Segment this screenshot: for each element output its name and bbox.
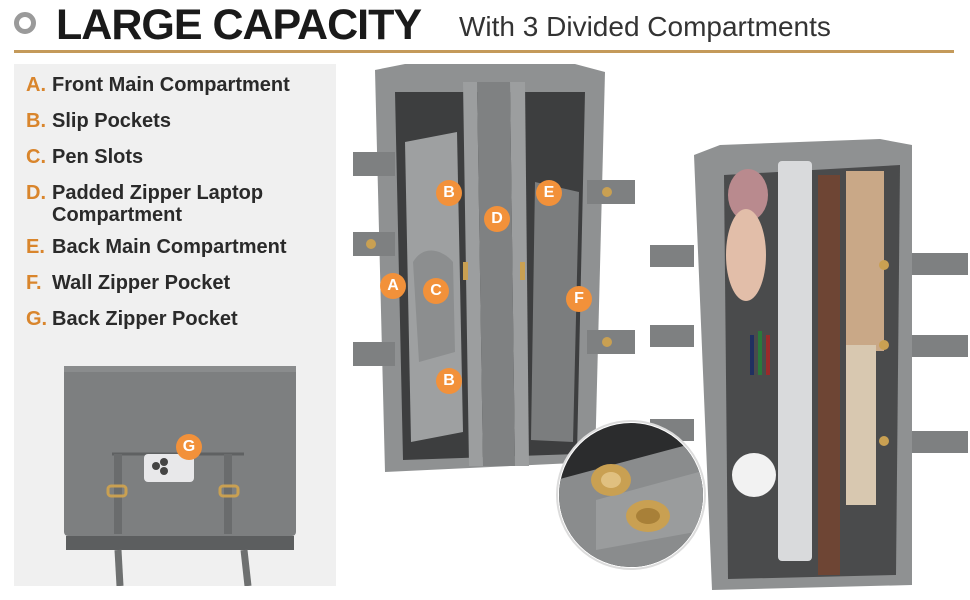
feature-label: Slip Pockets (52, 110, 171, 132)
feature-letter: A. (26, 74, 46, 96)
marker-e: E (536, 180, 562, 206)
feature-panel: A. Front Main Compartment B. Slip Pocket… (14, 64, 336, 586)
header: LARGE CAPACITY With 3 Divided Compartmen… (0, 0, 970, 60)
feature-label: Padded Zipper Laptop Compartment (52, 182, 264, 226)
feature-label: Back Main Compartment (52, 236, 287, 258)
feature-item: D. Padded Zipper Laptop Compartment (26, 182, 336, 236)
marker-a: A (380, 273, 406, 299)
circle-bullet-icon (14, 12, 36, 34)
feature-item: G. Back Zipper Pocket (26, 308, 336, 344)
feature-item: B. Slip Pockets (26, 110, 336, 146)
marker-b-bottom: B (436, 368, 462, 394)
bag-packed-photo (650, 139, 968, 590)
marker-c: C (423, 278, 449, 304)
page-title: LARGE CAPACITY (56, 1, 422, 49)
bag-open-photo (353, 64, 635, 472)
page-subtitle: With 3 Divided Compartments (459, 11, 831, 42)
feature-letter: B. (26, 110, 46, 132)
magnet-closure-photo (556, 420, 706, 570)
feature-label: Pen Slots (52, 146, 144, 168)
feature-letter: D. (26, 182, 46, 204)
marker-g: G (176, 434, 202, 460)
feature-letter: C. (26, 146, 46, 168)
feature-letter: F. (26, 272, 42, 294)
feature-label: Back Zipper Pocket (52, 308, 238, 330)
marker-f: F (566, 286, 592, 312)
feature-item: F. Wall Zipper Pocket (26, 272, 336, 308)
feature-item: A. Front Main Compartment (26, 74, 336, 110)
feature-item: E. Back Main Compartment (26, 236, 336, 272)
divider (14, 50, 954, 53)
feature-list: A. Front Main Compartment B. Slip Pocket… (26, 74, 336, 344)
feature-letter: G. (26, 308, 48, 330)
feature-letter: E. (26, 236, 45, 258)
feature-item: C. Pen Slots (26, 146, 336, 182)
bag-front-photo (64, 366, 296, 586)
marker-d: D (484, 206, 510, 232)
marker-b-top: B (436, 180, 462, 206)
feature-label: Wall Zipper Pocket (52, 272, 231, 294)
feature-label: Front Main Compartment (52, 74, 290, 96)
